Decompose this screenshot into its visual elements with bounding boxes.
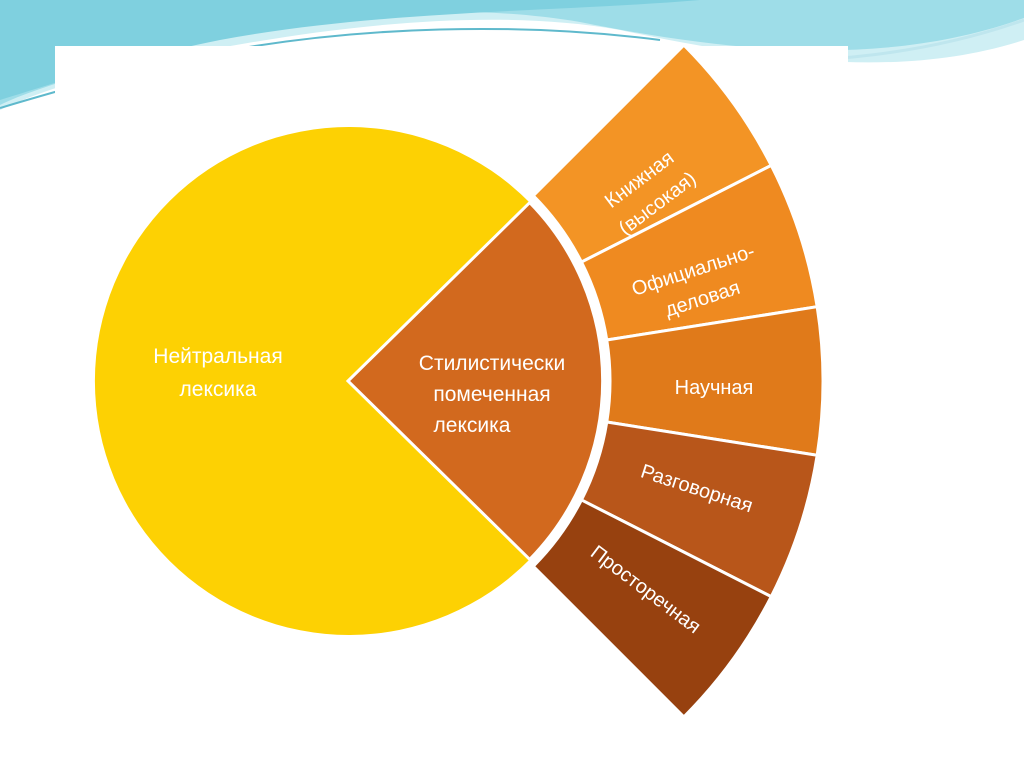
neutral-label-line1: Нейтральная — [153, 345, 282, 368]
segment-vernacular — [531, 497, 774, 719]
marked-label-line2: помеченная — [433, 383, 550, 406]
segment-label-scientific: Научная — [675, 377, 754, 399]
marked-lexicon-sector — [345, 200, 605, 562]
outer-ring — [531, 43, 825, 719]
neutral-label-line2: лексика — [180, 378, 257, 401]
wave-front — [0, 0, 700, 100]
neutral-lexicon-sector — [94, 127, 530, 636]
marked-label-line1: Стилистически — [419, 352, 565, 375]
marked-label-line3: лексика — [434, 414, 511, 437]
segment-scientific-line1: Научная — [675, 377, 754, 399]
